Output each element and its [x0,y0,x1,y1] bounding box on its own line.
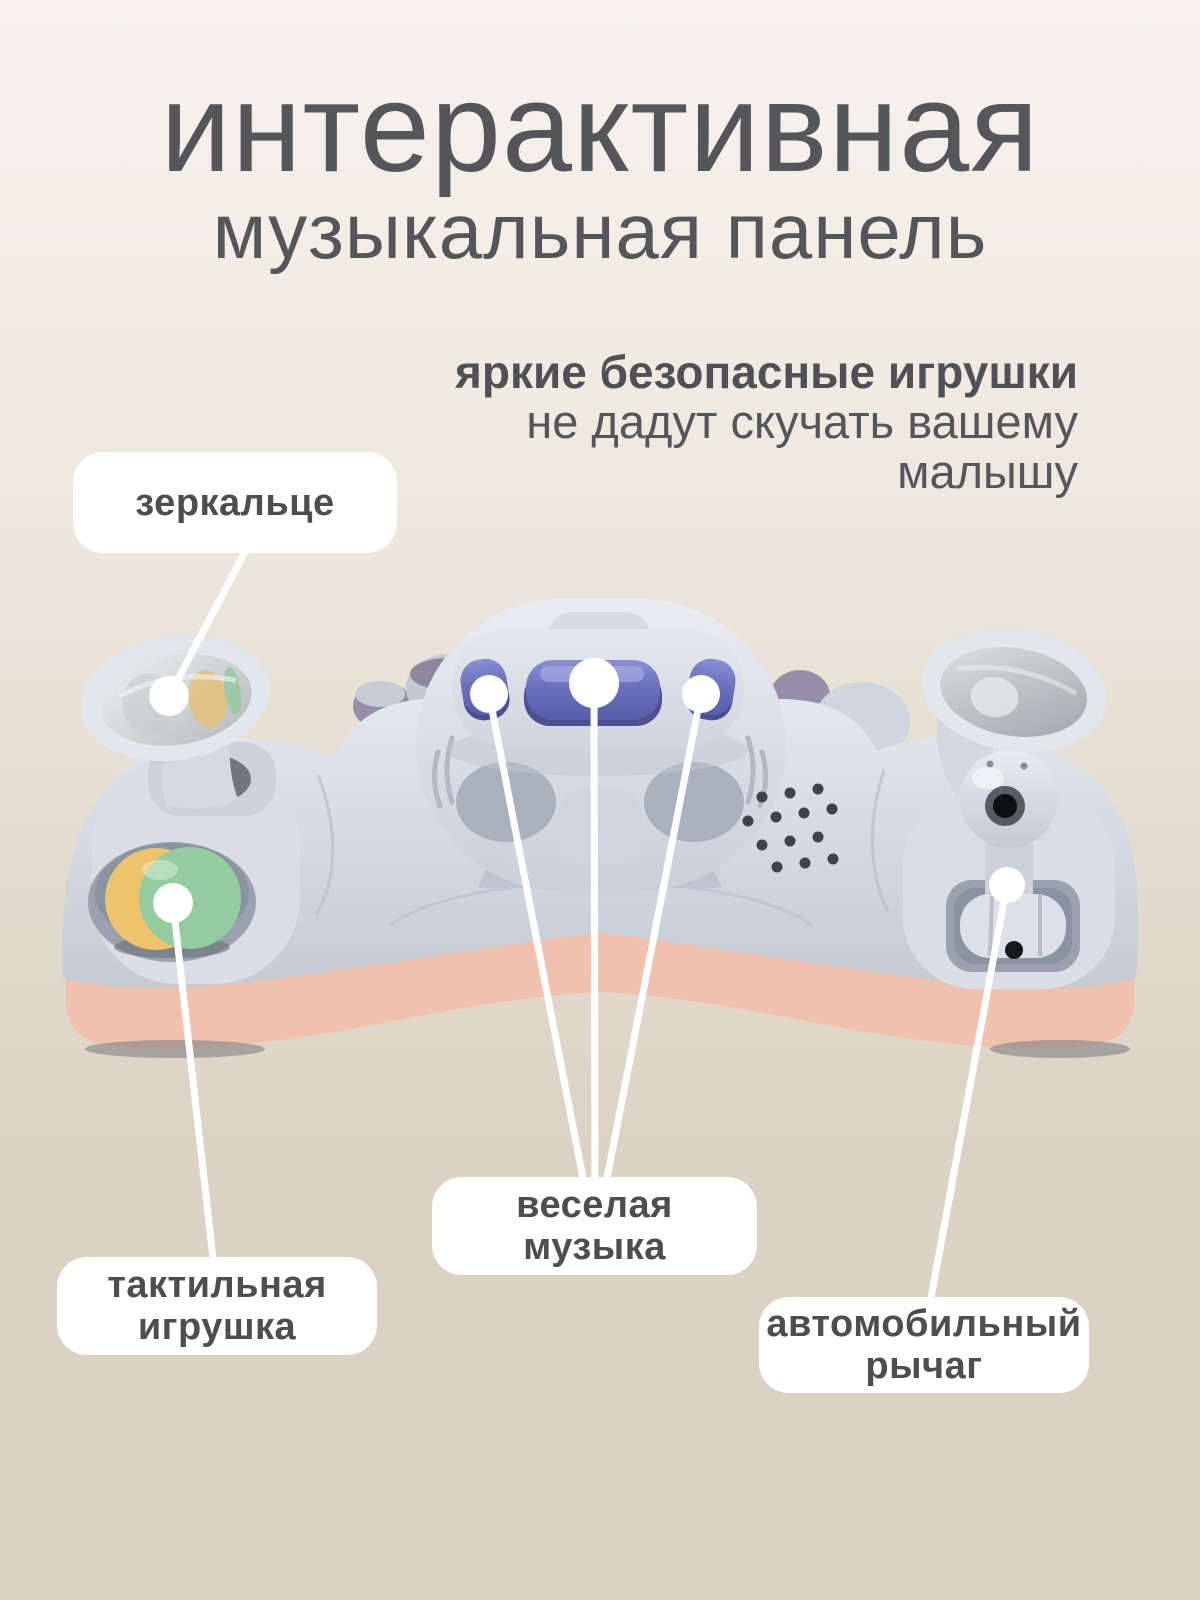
callout-mirror-label: зеркальце [73,452,397,553]
tagline-line1: яркие безопасные игрушки [455,346,1078,398]
tagline: яркие безопасные игрушки не дадут скучат… [455,347,1078,497]
dot-music-left [470,675,508,713]
dot-tactile [153,883,193,923]
joint-socket-hole [993,794,1017,818]
base-shadow-right [990,1040,1130,1058]
dot-music-center [569,658,619,708]
line-tactile [169,899,217,1262]
lever-boot-ribs [988,894,1042,957]
left-bead-cap [355,681,405,707]
lever-boot-hole [1005,941,1023,959]
panel-molding-left [314,774,335,916]
main-title: интерактивная [160,57,1040,198]
callout-lines [165,548,1011,1302]
right-mirror-streak [957,664,1078,696]
wheel-spoke [558,788,642,866]
panel-molding-right [870,769,890,913]
callout-tactile-toy-label: тактильная игрушка [57,1257,377,1355]
right-mirror [921,628,1107,797]
dot-mirror [149,676,189,716]
line-music-right [603,690,705,1182]
callout-lever-label: автомобильный рычаг [759,1297,1089,1393]
toy-panel [62,599,1139,1058]
speaker-grille [742,783,839,873]
joint-highlight [972,767,1004,789]
joint-screw-2 [1020,762,1028,770]
dot-lever [989,867,1025,903]
steering-wheel [416,599,786,891]
ball-highlight [142,860,178,880]
tagline-line2: не дадут скучать вашему [526,395,1078,448]
line-music-left [485,690,587,1182]
callout-music-label: веселая музыка [432,1177,757,1275]
line-mirror [165,548,249,700]
subtitle: музыкальная панель [212,187,988,275]
line-music-center [590,680,599,1182]
base-shadow-left [85,1040,265,1058]
wheel-opening-right [644,762,744,842]
right-mirror-reflection [970,676,1019,718]
dot-music-right [682,675,720,713]
callout-dots [149,658,1025,923]
joint-screw-1 [986,760,994,768]
tagline-line3: малышу [897,445,1078,498]
line-lever [927,881,1011,1302]
wheel-opening-left [456,762,556,842]
mirror-reflection-yellow [188,670,227,728]
wheel-grip-ridges [432,735,768,809]
gear-lever [903,750,1115,989]
